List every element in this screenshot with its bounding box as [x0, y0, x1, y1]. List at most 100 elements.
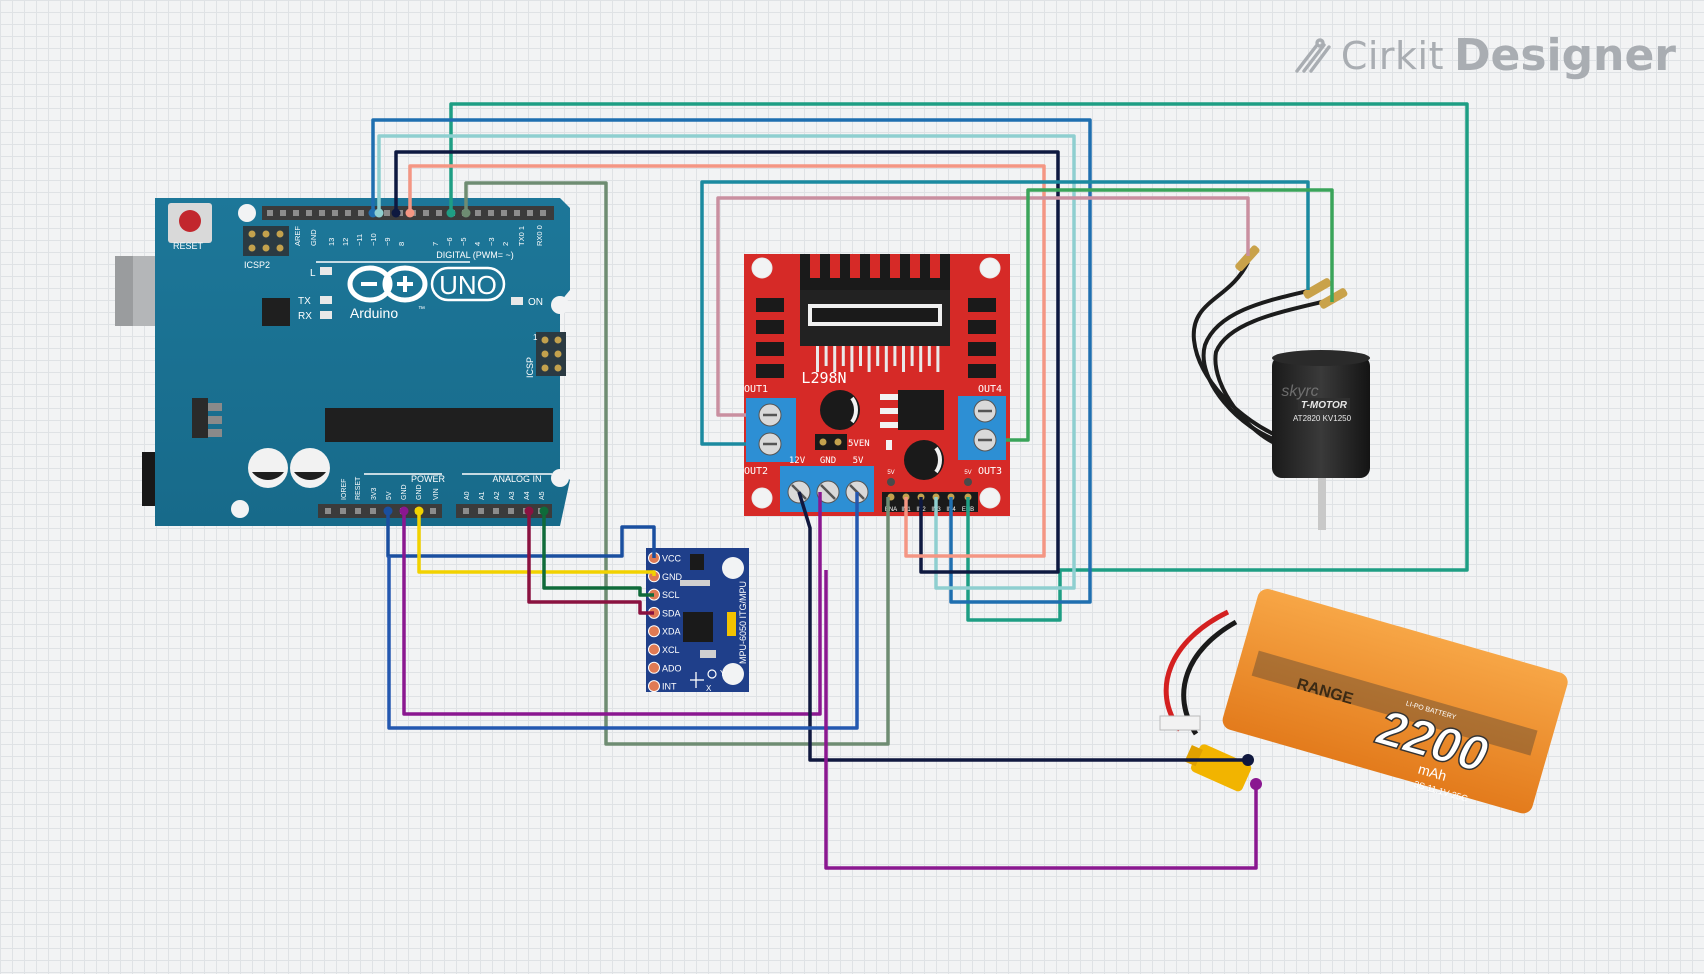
header-pin[interactable] [325, 508, 331, 514]
5ven-label: 5VEN [848, 439, 870, 449]
wire-gnd-battery-purple[interactable] [402, 492, 822, 716]
l298n-driver-board[interactable]: L298N OUT1 OUT2 OUT4 OUT3 5VEN [744, 254, 1010, 516]
analog-pin-label: A4 [524, 491, 531, 500]
header-pin[interactable] [332, 210, 338, 216]
icsp-header [536, 332, 566, 376]
balance-connector [1159, 715, 1201, 731]
header-pin[interactable] [463, 508, 469, 514]
header-5v-left: 5V [887, 470, 894, 476]
wire-out3-motor-green[interactable] [1006, 188, 1334, 442]
lipo-battery[interactable]: RANGE 2200 mAh 3S 11.1V 25C LI-PO BATTER… [1159, 587, 1570, 822]
chip-leg [859, 346, 862, 366]
wire-out2-motor-teal[interactable] [700, 180, 1310, 446]
header-5v-right: 5V [964, 470, 971, 476]
chip-leg [902, 346, 905, 372]
brand-product: Designer [1454, 30, 1676, 81]
icsp-pin1-label: 1 [533, 333, 538, 342]
mpu-pin[interactable] [648, 661, 660, 674]
wire-a5-scl-darkgreen[interactable] [542, 511, 654, 597]
header-pin[interactable] [436, 210, 442, 216]
header-pin[interactable] [475, 210, 481, 216]
top-pin-label: ~9 [383, 237, 392, 246]
header-pin[interactable] [358, 210, 364, 216]
chip-leg [867, 346, 871, 372]
motor-lead-3 [1213, 298, 1331, 448]
wire-out1-motor-pink[interactable] [716, 196, 1250, 417]
header-pin[interactable] [345, 210, 351, 216]
axis-x-label: X [706, 684, 712, 693]
top-pin-label: ~6 [445, 237, 454, 246]
led-l [320, 267, 332, 275]
battery-unit: mAh [1416, 761, 1448, 784]
header-pin[interactable] [508, 508, 514, 514]
header-pin[interactable] [319, 210, 325, 216]
led-tx-label: TX [298, 296, 311, 307]
header-pin[interactable] [501, 210, 507, 216]
power-pin-label: VIN [433, 488, 440, 500]
atmega328-chip [325, 408, 553, 442]
header-pin[interactable] [355, 508, 361, 514]
mpu-chip [683, 612, 713, 642]
top-pin-label: 12 [341, 238, 350, 246]
chip-leg [816, 346, 819, 372]
mpu-pin[interactable] [648, 643, 660, 656]
analog-header [456, 504, 552, 518]
header-pin[interactable] [370, 508, 376, 514]
header-pin[interactable] [478, 508, 484, 514]
chip-label: L298N [801, 369, 846, 387]
motor-body [1272, 356, 1370, 478]
header-pin[interactable] [493, 508, 499, 514]
header-pin[interactable] [430, 508, 436, 514]
5ven-jumper[interactable] [815, 434, 847, 450]
analog-pin-label: A3 [509, 491, 516, 500]
atmega16u2-chip [262, 298, 290, 326]
xt60-connector [1184, 744, 1252, 792]
wire-5v-driver-blue[interactable] [387, 492, 859, 730]
header-pin[interactable] [527, 210, 533, 216]
bullet-connector-2 [1303, 278, 1332, 299]
wire-d5-ena-sage[interactable] [464, 181, 890, 746]
header-pin[interactable] [514, 210, 520, 216]
top-pin-label: TX0 1 [517, 226, 526, 246]
top-pin-label: 8 [397, 242, 406, 246]
wire-endpoint [446, 208, 456, 218]
wire-d11-in4-blue[interactable] [371, 118, 1092, 604]
mpu-pin-label: GND [662, 572, 683, 582]
header-pin[interactable] [540, 210, 546, 216]
wire-gnd-battery-purple-2[interactable] [824, 570, 1258, 870]
wire-endpoint [391, 208, 401, 218]
driver-capacitor-1 [820, 390, 860, 430]
wire-5v-vcc-blue[interactable] [386, 511, 656, 558]
header-pin[interactable] [340, 508, 346, 514]
wire-gnd-mpu-yellow[interactable] [417, 511, 656, 576]
header-pin[interactable] [423, 210, 429, 216]
wire-d9-in2-navy[interactable] [394, 150, 1060, 574]
wire-d8-in1-salmon[interactable] [408, 164, 1046, 558]
header-pin[interactable] [384, 210, 390, 216]
header-pin[interactable] [306, 210, 312, 216]
mpu-pin[interactable] [648, 680, 660, 693]
header-pin[interactable] [293, 210, 299, 216]
led-l-label: L [310, 268, 316, 279]
header-pin[interactable] [488, 210, 494, 216]
out4-label: OUT4 [978, 384, 1002, 395]
wire-12v-battery-navy[interactable] [797, 491, 1248, 762]
header-pin[interactable] [267, 210, 273, 216]
chip-leg [833, 346, 837, 372]
mpu-pin[interactable] [648, 625, 660, 638]
top-pin-label: 4 [473, 242, 482, 246]
wire-a4-sda-maroon[interactable] [527, 511, 654, 615]
top-pin-label: ~10 [369, 233, 378, 246]
power-pin-label: RESET [355, 476, 362, 500]
brushless-motor[interactable]: T-MOTOR AT2820 KV1250 skyrc [1191, 244, 1370, 530]
arduino-logo [347, 265, 506, 303]
header-pin[interactable] [280, 210, 286, 216]
arduino-pcb [155, 198, 570, 526]
motor-model: AT2820 KV1250 [1293, 414, 1352, 423]
bullet-connector-1 [1235, 245, 1260, 272]
led-on-label: ON [528, 297, 543, 308]
icsp-label: ICSP [525, 357, 535, 378]
wire-d6-ina-teal-green[interactable] [449, 102, 1469, 622]
